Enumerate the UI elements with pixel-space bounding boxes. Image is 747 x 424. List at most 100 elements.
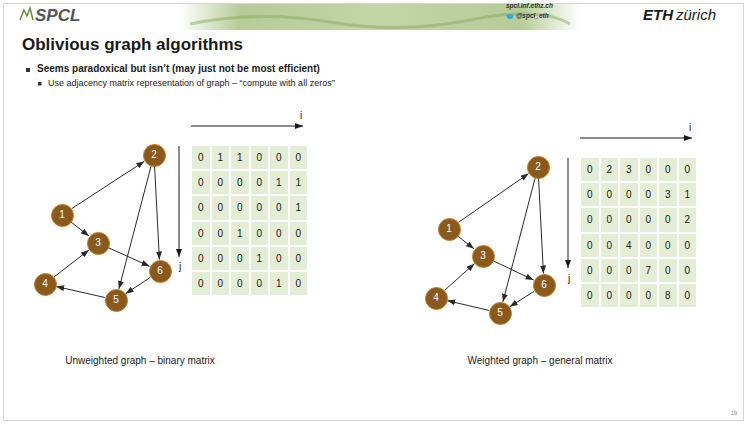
twitter-icon [507, 14, 513, 19]
matrix-cell: 0 [211, 246, 231, 271]
axis-arrow [580, 138, 692, 139]
graph-vertex: 2 [527, 156, 550, 179]
matrix-cell: 0 [600, 182, 620, 207]
graph-edge [510, 291, 535, 307]
matrix-cell: 0 [619, 182, 639, 207]
axis-arrow [568, 158, 569, 268]
matrix-cell: 0 [230, 195, 250, 220]
matrix-cell: 0 [678, 283, 698, 308]
bullet-text: Use adjacency matrix representation of g… [48, 78, 335, 88]
graph-edge [119, 166, 151, 289]
matrix-cell: 0 [211, 221, 231, 246]
graph-vertex: 3 [472, 245, 495, 268]
vertex-number: 3 [480, 251, 486, 261]
vertex-number: 2 [151, 150, 157, 160]
graph-vertex: 4 [34, 273, 57, 296]
matrix-cell: 0 [211, 170, 231, 195]
matrix-cell: 0 [639, 182, 659, 207]
graph-edge [108, 248, 149, 267]
graph-vertex: 5 [489, 302, 512, 325]
matrix-cell: 0 [211, 195, 231, 220]
matrix-cell: 0 [600, 233, 620, 258]
matrix-cell: 0 [678, 233, 698, 258]
matrix-cell: 0 [580, 157, 600, 182]
vertex-number: 6 [157, 266, 163, 276]
vertex-number: 2 [535, 162, 541, 172]
matrix-cell: 1 [289, 195, 309, 220]
graph-vertex: 3 [87, 232, 110, 255]
matrix-cell: 0 [250, 221, 270, 246]
matrix-cell: 4 [619, 233, 639, 258]
matrix-cell: 0 [269, 145, 289, 170]
page-number: 19 [731, 410, 737, 416]
logo-text: SPCL [35, 6, 80, 26]
logo-text: zürich [676, 6, 716, 23]
matrix-cell: 0 [289, 271, 309, 296]
matrix-cell: 3 [658, 182, 678, 207]
matrix-cell: 0 [658, 157, 678, 182]
vertex-number: 4 [42, 279, 48, 289]
matrix-cell: 7 [639, 258, 659, 283]
matrix-cell: 0 [619, 207, 639, 232]
matrix-cell: 0 [600, 283, 620, 308]
graph-vertex: 6 [533, 274, 556, 297]
matrix-cell: 0 [580, 207, 600, 232]
graph-edge [539, 178, 544, 273]
matrix-cell: 3 [619, 157, 639, 182]
slide-frame [4, 4, 744, 421]
graph-edge [56, 287, 105, 298]
matrix-cell: 1 [269, 170, 289, 195]
matrix-cell: 0 [639, 157, 659, 182]
matrix-cell: 2 [600, 157, 620, 182]
bullet-square [38, 82, 42, 86]
graph-edge [72, 161, 145, 208]
matrix-cell: 0 [600, 258, 620, 283]
matrix-cell: 0 [230, 170, 250, 195]
matrix-cell: 0 [289, 246, 309, 271]
graph-edge [445, 264, 475, 291]
matrix-cell: 0 [619, 258, 639, 283]
matrix-cell: 0 [678, 157, 698, 182]
graph-edge [447, 301, 489, 311]
matrix-cell: 1 [250, 246, 270, 271]
bullet-square [26, 68, 30, 72]
matrix-cell: 0 [658, 258, 678, 283]
logo-glyph [20, 8, 33, 20]
matrix-cell: 0 [230, 271, 250, 296]
matrix-cell: 2 [678, 207, 698, 232]
caption: Unweighted graph – binary matrix [65, 355, 215, 367]
axis-label: i [689, 122, 691, 134]
vertex-number: 5 [113, 295, 119, 305]
matrix-cell: 0 [580, 182, 600, 207]
matrix-cell: 1 [230, 221, 250, 246]
graph-edge [458, 236, 474, 249]
graph-edge [126, 277, 151, 293]
vertex-number: 1 [446, 224, 452, 234]
axis-label: j [179, 261, 181, 273]
axis-arrow [191, 126, 303, 127]
graph-edge [54, 250, 89, 277]
slide-title: Oblivious graph algorithms [22, 35, 243, 55]
matrix-cell: 0 [639, 233, 659, 258]
matrix-cell: 0 [250, 145, 270, 170]
matrix-cell: 0 [269, 195, 289, 220]
matrix-cell: 0 [250, 271, 270, 296]
graph-edge [493, 261, 533, 280]
matrix-cell: 8 [658, 283, 678, 308]
matrix-cell: 0 [250, 195, 270, 220]
matrix-cell: 1 [289, 170, 309, 195]
matrix-cell: 0 [289, 221, 309, 246]
matrix-cell: 0 [269, 246, 289, 271]
vertex-number: 6 [541, 280, 547, 290]
logo-text: ETH [643, 6, 673, 23]
graph-vertex: 5 [105, 289, 128, 312]
matrix-cell: 0 [191, 271, 211, 296]
matrix-cell: 0 [639, 283, 659, 308]
matrix-cell: 1 [211, 145, 231, 170]
graph-edge [71, 222, 89, 236]
vertex-number: 1 [59, 210, 65, 220]
matrix-cell: 0 [191, 195, 211, 220]
graph-vertex: 1 [438, 218, 461, 241]
matrix-cell: 0 [580, 233, 600, 258]
vertex-number: 3 [95, 238, 101, 248]
